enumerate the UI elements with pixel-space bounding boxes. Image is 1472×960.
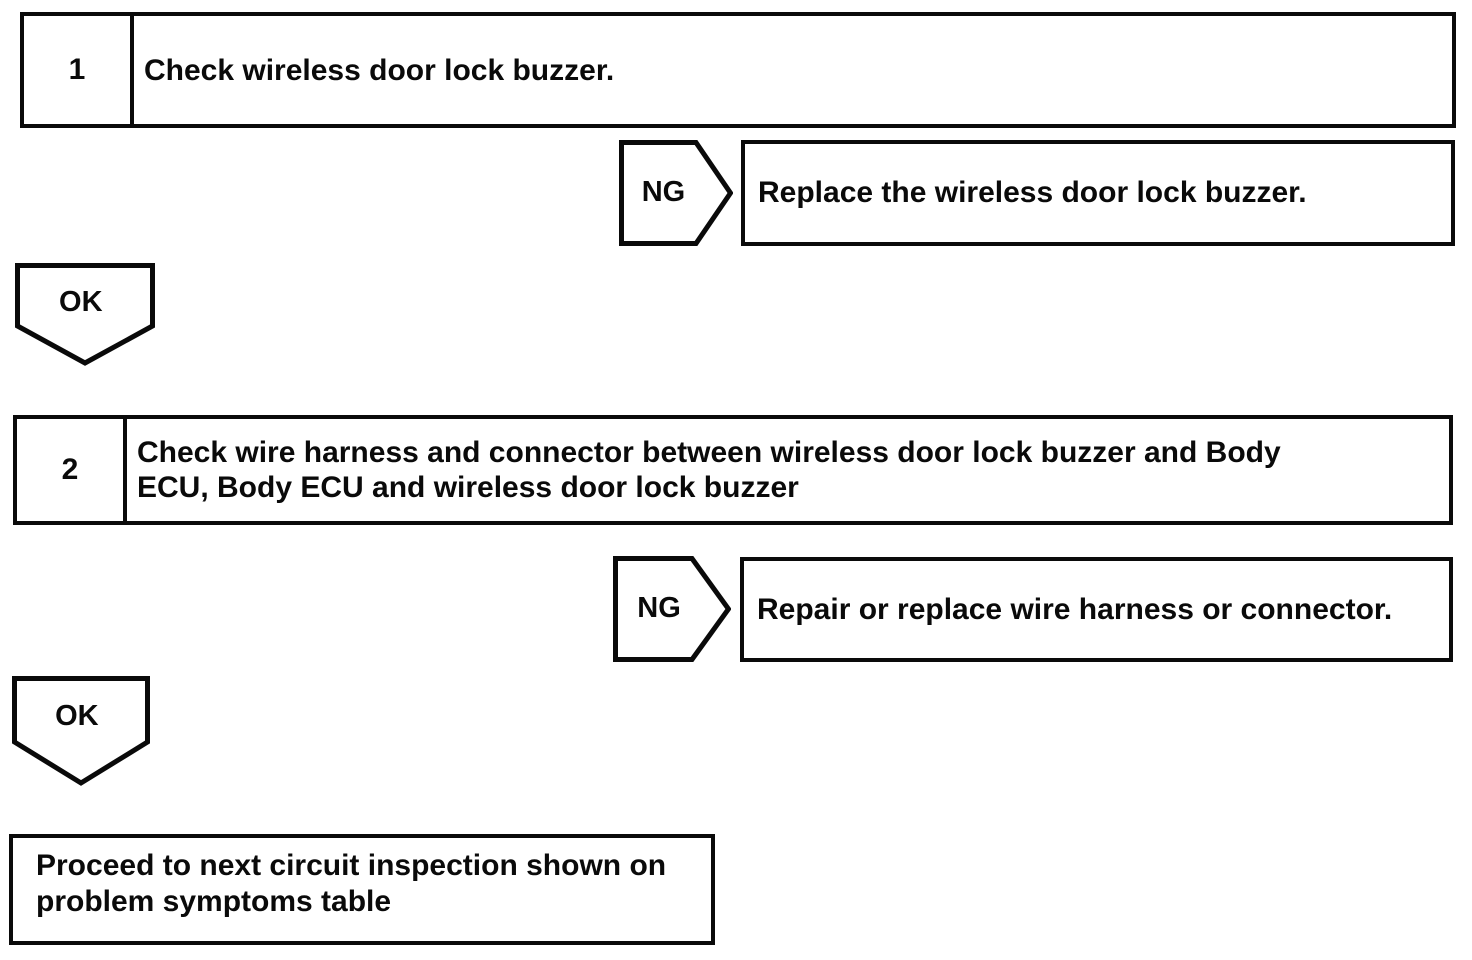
step-2-box: 2 Check wire harness and connector betwe… — [13, 415, 1453, 525]
step-1-title: Check wireless door lock buzzer. — [134, 53, 614, 88]
ok-pentagon-shape-2 — [12, 676, 150, 786]
step-1-box: 1 Check wireless door lock buzzer. — [20, 12, 1456, 128]
ok-pentagon-shape-1 — [15, 263, 155, 366]
ok-label-1: OK — [59, 285, 103, 318]
step-2-number-cell: 2 — [17, 419, 127, 521]
end-box: Proceed to next circuit inspection shown… — [9, 834, 715, 945]
ng-label-1: NG — [641, 175, 686, 208]
ng-action-box-1: Replace the wireless door lock buzzer. — [741, 140, 1455, 246]
ng-pentagon-shape-2 — [613, 556, 731, 662]
ng-action-text-2: Repair or replace wire harness or connec… — [757, 592, 1393, 626]
ng-pentagon-shape-1 — [619, 140, 733, 246]
ng-arrow-2: NG — [613, 556, 731, 662]
ng-action-text-1: Replace the wireless door lock buzzer. — [758, 176, 1307, 209]
end-box-line-2: problem symptoms table — [36, 885, 392, 918]
step-1-number: 1 — [68, 53, 86, 86]
step-2-title-line-1: Check wire harness and connector between… — [137, 436, 1281, 469]
step-2-title-line-2: ECU, Body ECU and wireless door lock buz… — [137, 471, 799, 504]
step-1-title-line: Check wireless door lock buzzer. — [144, 53, 615, 87]
step-1-number-cell: 1 — [24, 16, 134, 124]
ok-arrow-2: OK — [12, 676, 150, 786]
ng-action-box-2: Repair or replace wire harness or connec… — [740, 557, 1453, 662]
ng-arrow-1: NG — [619, 140, 733, 246]
ng-label-2: NG — [637, 591, 681, 624]
ok-arrow-1: OK — [15, 263, 155, 366]
step-2-number: 2 — [61, 453, 79, 486]
ok-label-2: OK — [55, 700, 99, 733]
end-box-line-1: Proceed to next circuit inspection shown… — [36, 849, 667, 882]
step-2-title: Check wire harness and connector between… — [127, 435, 1281, 505]
end-box-text: Proceed to next circuit inspection shown… — [13, 838, 666, 920]
